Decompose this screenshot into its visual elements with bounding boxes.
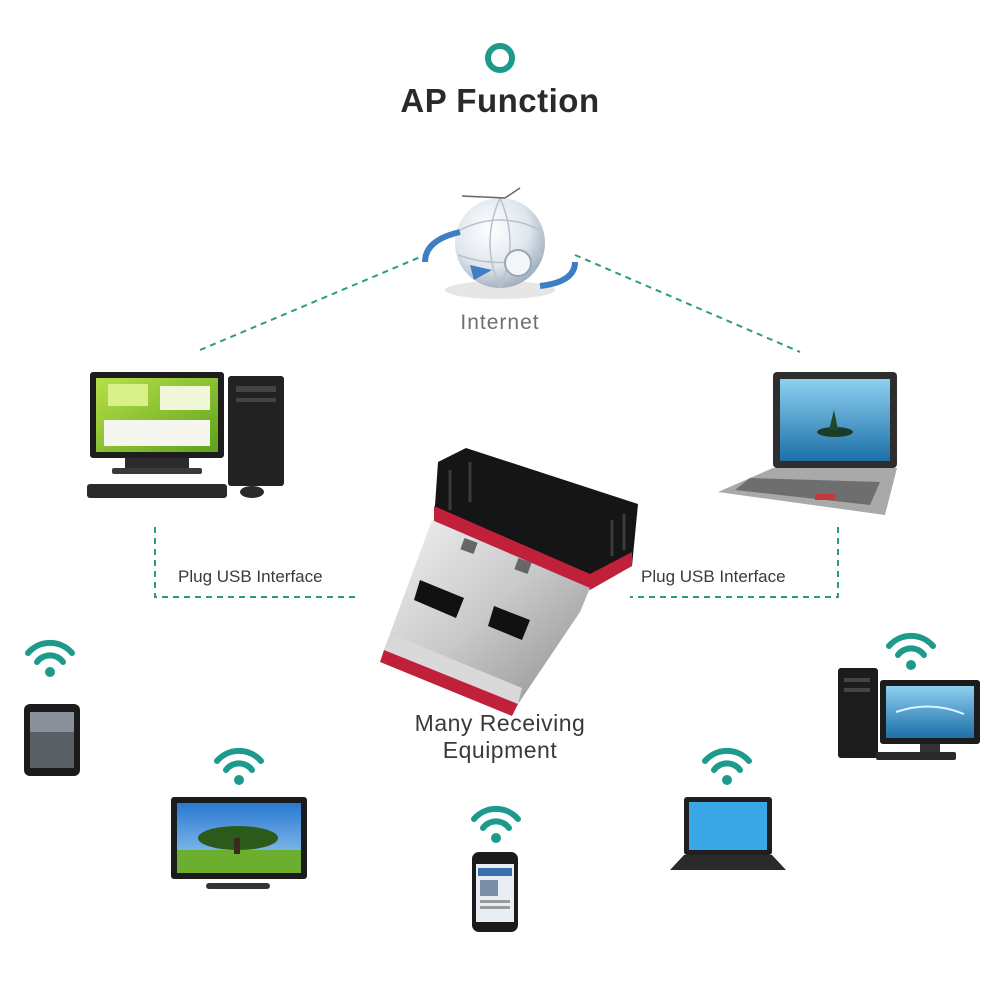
wifi-icon bbox=[889, 636, 933, 670]
usb-dongle-icon bbox=[380, 448, 638, 716]
receiving-equipment-label: Many Receiving Equipment bbox=[380, 710, 620, 764]
phone-icon bbox=[472, 852, 518, 932]
wifi-icon bbox=[217, 751, 261, 785]
internet-label: Internet bbox=[460, 311, 540, 334]
connection-lines bbox=[154, 254, 839, 598]
laptop-icon bbox=[718, 372, 897, 515]
globe-icon bbox=[422, 187, 578, 299]
receiving-equipment-line1: Many Receiving bbox=[414, 710, 586, 736]
wifi-icon bbox=[28, 643, 72, 677]
desktop-computer-icon bbox=[87, 372, 284, 498]
wifi-icon bbox=[705, 751, 749, 785]
receiving-equipment-line2: Equipment bbox=[442, 737, 558, 763]
target-circle-icon bbox=[485, 43, 515, 73]
desktop-computer-icon bbox=[838, 668, 980, 760]
tablet-icon bbox=[24, 704, 80, 776]
laptop-icon bbox=[670, 797, 786, 870]
right-connection-label: Plug USB Interface bbox=[641, 567, 786, 586]
left-connection-label: Plug USB Interface bbox=[178, 567, 323, 586]
wifi-icon bbox=[474, 809, 518, 843]
tv-icon bbox=[171, 797, 307, 889]
diagram-title: AP Function bbox=[400, 82, 600, 119]
